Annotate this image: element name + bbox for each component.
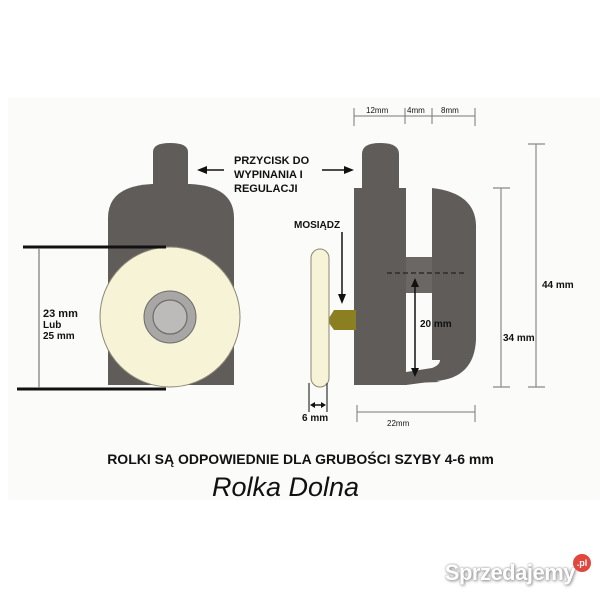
dim-body-height: 34 mm — [503, 333, 535, 344]
side-view — [308, 108, 545, 422]
front-hub-inner — [152, 299, 188, 335]
front-height-label-2: 25 mm — [43, 331, 75, 342]
dim-wheel-thickness: 6 mm — [302, 413, 329, 424]
front-button — [153, 143, 188, 190]
sprzedajemy-watermark: Sprzedajemy .pl — [444, 554, 591, 586]
diagram-title: Rolka Dolna — [211, 472, 360, 502]
button-callout-line-3: REGULACJI — [234, 183, 298, 195]
button-callout: PRZYCISK DO WYPINANIA I REGULACJI — [234, 154, 309, 196]
dim-body-width: 22mm — [387, 419, 410, 428]
brass-callout: MOSIĄDZ — [294, 220, 341, 231]
watermark-text: Sprzedajemy — [444, 560, 576, 585]
dim-top-8mm: 8mm — [441, 106, 459, 115]
front-height-label-1: 23 mm — [43, 308, 78, 320]
button-callout-line-2: WYPINANIA I — [234, 169, 303, 181]
diagram-subtitle: ROLKI SĄ ODPOWIEDNIE DLA GRUBOŚCI SZYBY … — [107, 451, 494, 467]
front-height-label-or: Lub — [43, 320, 62, 331]
watermark-badge: .pl — [573, 554, 591, 572]
dim-slot-height: 20 mm — [420, 319, 452, 330]
dim-top-4mm: 4mm — [407, 106, 425, 115]
button-callout-line-1: PRZYCISK DO — [234, 155, 310, 167]
dim-total-height: 44 mm — [542, 280, 574, 291]
dim-top-12mm: 12mm — [366, 106, 389, 115]
front-view — [17, 143, 241, 391]
